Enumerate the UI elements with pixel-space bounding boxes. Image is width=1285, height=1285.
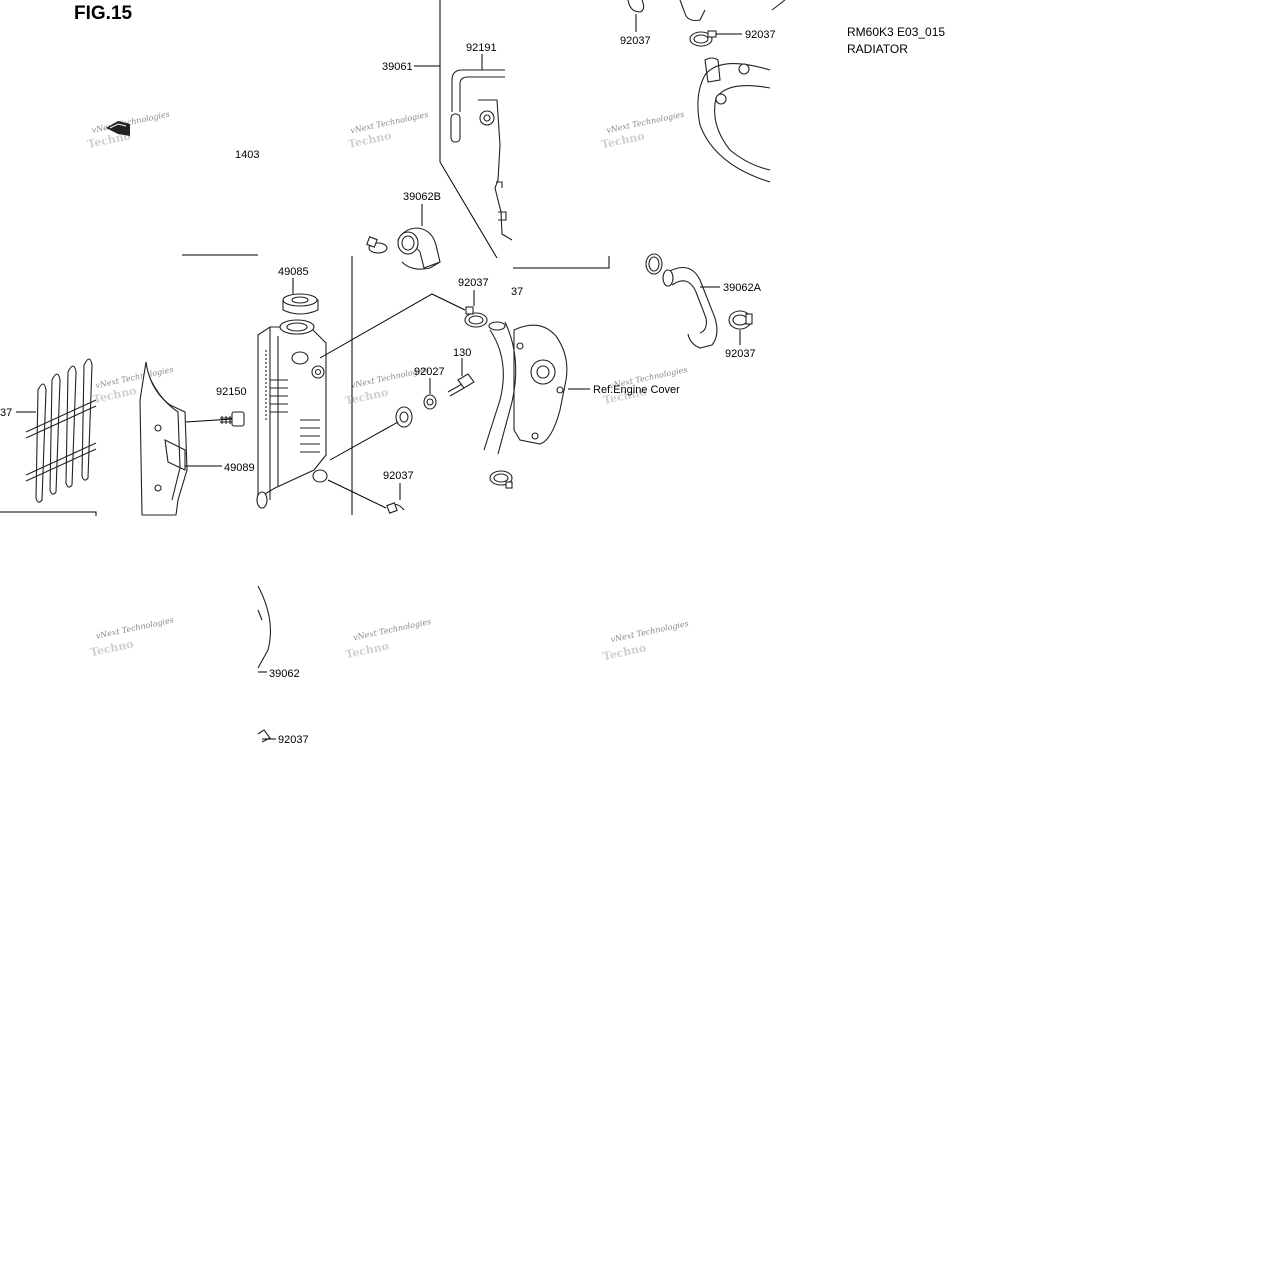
watermark-text-bg: Techno: [602, 641, 648, 663]
watermark-text: vNext Technologies: [91, 110, 171, 135]
hose-clamp-part: [386, 502, 405, 514]
shroud-49089-part: [139, 361, 188, 516]
bracket-plate-part: [478, 99, 513, 241]
hose-39062-part: [257, 585, 271, 669]
figure-title: FIG.15: [74, 3, 133, 24]
radiator-cap-49085-part: [282, 293, 319, 315]
label-92037: 92037: [620, 35, 651, 47]
hose-39062a-part: [662, 266, 718, 349]
label-39062: 39062: [269, 668, 300, 680]
label-39061: 39061: [382, 61, 413, 73]
hose-92191-part: [450, 69, 505, 143]
watermark-text-bg: Techno: [89, 637, 135, 659]
watermark-text: vNext Technologies: [605, 110, 685, 135]
watermark-text-bg: Techno: [344, 386, 390, 408]
arrow-direction-icon: [106, 121, 130, 136]
label-92150: 92150: [216, 386, 247, 398]
hose-clamp-part: [627, 0, 645, 13]
watermark-text: vNext Technologies: [352, 617, 432, 642]
watermark-text: vNext Technologies: [610, 619, 690, 644]
label-92037: 92037: [458, 277, 489, 289]
hose-clamp-part: [366, 236, 388, 254]
label-partial-left: 37: [0, 407, 12, 419]
hose-clamp-part: [489, 470, 513, 489]
assembly-frame-lines: [0, 0, 610, 516]
watermark-text: vNext Technologies: [95, 615, 175, 640]
label-92037-partial: 92037: [745, 29, 776, 41]
label-92037: 92037: [725, 348, 756, 360]
label-1403-partial: 1403: [235, 149, 259, 161]
hose-clamp-part: [645, 253, 663, 275]
ref-engine-cover-label: Ref.Engine Cover: [593, 384, 680, 396]
hose-clamp-part: [257, 729, 271, 743]
hose-clamp-part: [464, 306, 488, 328]
water-pump-cover-part: [513, 324, 568, 445]
hose-clamp-part: [728, 310, 753, 330]
watermark-text-bg: Techno: [344, 639, 390, 661]
label-49089: 49089: [224, 462, 255, 474]
label-92027: 92027: [414, 366, 445, 378]
radiator-core-part: [256, 319, 328, 509]
part-labels: 39061 92191 92037 92037 1403 39062B 4908…: [0, 29, 776, 746]
elbow-hose-39062b-part: [397, 227, 441, 270]
label-130: 130: [453, 347, 471, 359]
label-39062a: 39062A: [723, 282, 762, 294]
diagram-code: RM60K3 E03_015: [847, 25, 946, 39]
bolt-130-part: [447, 373, 475, 397]
grommet-part: [395, 406, 413, 428]
pump-hose-part: [483, 321, 517, 455]
label-92037: 92037: [383, 470, 414, 482]
engine-cover-top-part: [679, 0, 786, 183]
label-49085: 49085: [278, 266, 309, 278]
label-partial: 37: [511, 286, 523, 298]
label-92191: 92191: [466, 42, 497, 54]
leader-lines: [16, 14, 742, 740]
collar-92027-part: [423, 394, 437, 410]
hose-clamp-part: [689, 30, 717, 47]
radiator-grille-part: [25, 358, 97, 503]
label-92037: 92037: [278, 734, 309, 746]
label-39062b: 39062B: [403, 191, 441, 203]
diagram-name: RADIATOR: [847, 42, 908, 56]
